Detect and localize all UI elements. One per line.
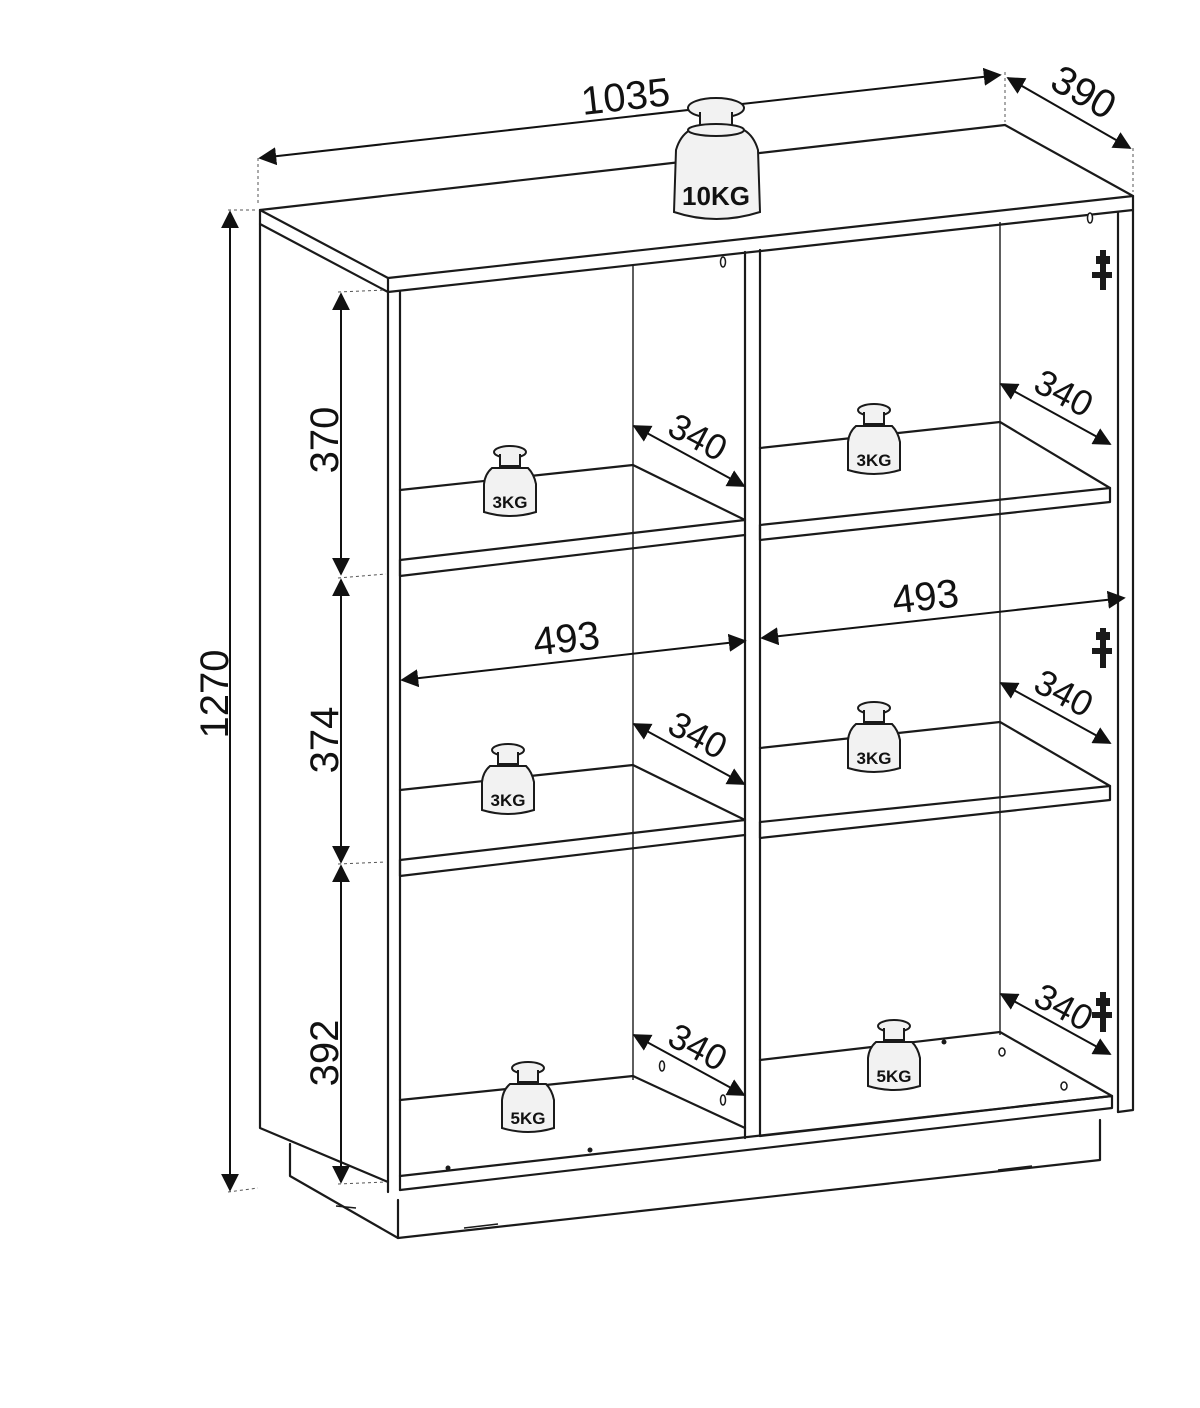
depth-label: 390 bbox=[1044, 57, 1124, 128]
weight-3kg-icon: 3KG bbox=[481, 743, 535, 815]
weight-10kg-icon: 10KG bbox=[672, 97, 762, 220]
weight-label: 3KG bbox=[493, 493, 528, 512]
door-hinges bbox=[1092, 250, 1112, 1032]
shelf-depth-label: 340 bbox=[662, 405, 734, 469]
weight-label: 3KG bbox=[857, 749, 892, 768]
weight-5kg-icon: 5KG bbox=[501, 1061, 555, 1133]
weight-label: 10KG bbox=[682, 181, 750, 211]
shelf-depth-label: 340 bbox=[662, 703, 734, 767]
inner-width-left-label: 493 bbox=[531, 613, 602, 664]
compartment-bottom-label: 392 bbox=[303, 1020, 347, 1087]
shelf-pin-holes bbox=[445, 212, 1094, 1171]
weight-label: 3KG bbox=[857, 451, 892, 470]
weight-label: 5KG bbox=[511, 1109, 546, 1128]
shelf-depth-label: 340 bbox=[1028, 975, 1100, 1039]
dimension-lines bbox=[221, 67, 1132, 1192]
cabinet-outline bbox=[258, 123, 1135, 1240]
weight-3kg-icon: 3KG bbox=[483, 445, 537, 517]
compartment-top-label: 370 bbox=[303, 407, 347, 474]
shelf-depth-label: 340 bbox=[1028, 361, 1100, 425]
weight-3kg-icon: 3KG bbox=[847, 701, 901, 773]
hinge-icon bbox=[1092, 250, 1112, 290]
shelf-depth-label: 340 bbox=[1028, 661, 1100, 725]
compartment-middle-label: 374 bbox=[303, 707, 347, 774]
inner-width-right-label: 493 bbox=[890, 571, 961, 622]
hinge-icon bbox=[1092, 628, 1112, 668]
weight-label: 5KG bbox=[877, 1067, 912, 1086]
shelf-depth-label: 340 bbox=[662, 1015, 734, 1079]
width-label: 1035 bbox=[579, 70, 672, 124]
weight-label: 3KG bbox=[491, 791, 526, 810]
weight-3kg-icon: 3KG bbox=[847, 403, 901, 475]
height-total-label: 1270 bbox=[193, 650, 237, 739]
weight-5kg-icon: 5KG bbox=[867, 1019, 921, 1091]
